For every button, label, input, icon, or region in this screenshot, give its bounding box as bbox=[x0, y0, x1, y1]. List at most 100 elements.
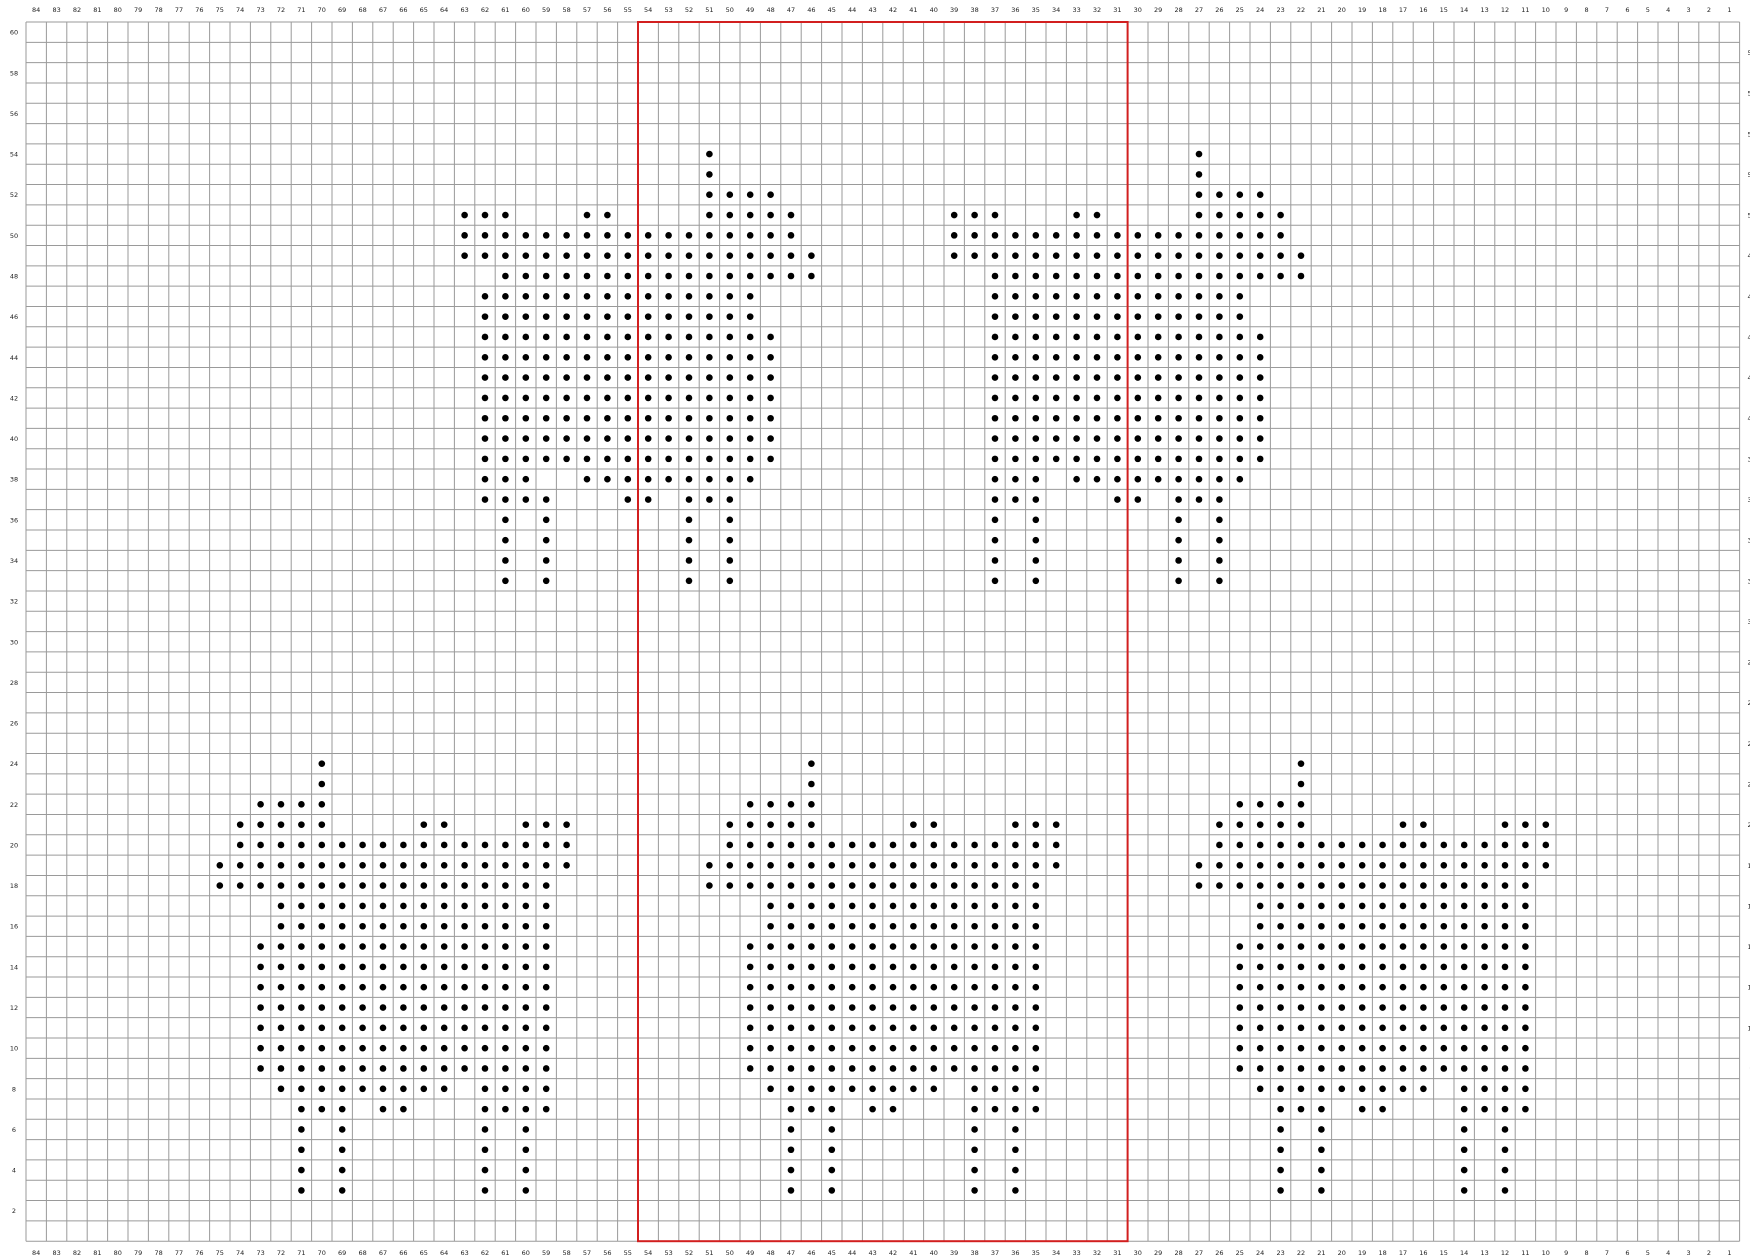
column-number: 65 bbox=[420, 6, 428, 14]
stitch-dot bbox=[298, 923, 305, 930]
column-number: 52 bbox=[685, 1249, 693, 1255]
row-number: 8 bbox=[12, 1085, 16, 1093]
stitch-dot bbox=[461, 923, 468, 930]
stitch-dot bbox=[380, 1106, 387, 1113]
stitch-dot bbox=[1257, 842, 1264, 849]
stitch-dot bbox=[1175, 395, 1182, 402]
stitch-dot bbox=[257, 842, 264, 849]
column-number: 40 bbox=[930, 1249, 938, 1255]
stitch-dot bbox=[563, 821, 570, 828]
stitch-dot bbox=[1053, 252, 1060, 259]
stitch-dot bbox=[829, 923, 836, 930]
stitch-dot bbox=[829, 1025, 836, 1032]
column-number: 9 bbox=[1564, 6, 1568, 14]
stitch-dot bbox=[1196, 171, 1203, 178]
stitch-dot bbox=[1441, 842, 1448, 849]
stitch-dot bbox=[1237, 984, 1244, 991]
stitch-dot bbox=[400, 1086, 407, 1093]
stitch-dot bbox=[278, 1065, 285, 1072]
stitch-dot bbox=[1033, 842, 1040, 849]
stitch-dot bbox=[1033, 557, 1040, 564]
stitch-dot bbox=[441, 1004, 448, 1011]
row-number: 36 bbox=[10, 516, 18, 524]
stitch-dot bbox=[971, 984, 978, 991]
stitch-dot bbox=[992, 273, 999, 280]
stitch-dot bbox=[1379, 1004, 1386, 1011]
stitch-dot bbox=[829, 984, 836, 991]
stitch-dot bbox=[767, 232, 774, 239]
stitch-dot bbox=[1298, 1025, 1305, 1032]
row-number: 54 bbox=[10, 151, 18, 159]
stitch-dot bbox=[1155, 476, 1162, 483]
stitch-dot bbox=[767, 212, 774, 219]
stitch-dot bbox=[482, 1086, 489, 1093]
stitch-dot bbox=[1277, 1065, 1284, 1072]
column-number: 6 bbox=[1625, 6, 1629, 14]
stitch-dot bbox=[400, 984, 407, 991]
stitch-dot bbox=[1033, 964, 1040, 971]
stitch-dot bbox=[788, 964, 795, 971]
column-number: 15 bbox=[1440, 1249, 1448, 1255]
stitch-dot bbox=[686, 456, 693, 463]
stitch-dot bbox=[1094, 313, 1101, 320]
stitch-dot bbox=[604, 415, 611, 422]
stitch-dot bbox=[502, 456, 509, 463]
stitch-dot bbox=[890, 1106, 897, 1113]
stitch-dot bbox=[1420, 1045, 1427, 1052]
stitch-dot bbox=[461, 984, 468, 991]
stitch-dot bbox=[482, 334, 489, 341]
stitch-dot bbox=[890, 1004, 897, 1011]
stitch-dot bbox=[1135, 415, 1142, 422]
stitch-dot bbox=[1461, 1086, 1468, 1093]
stitch-dot bbox=[706, 496, 713, 503]
stitch-dot bbox=[1461, 1025, 1468, 1032]
stitch-dot bbox=[747, 273, 754, 280]
column-number: 24 bbox=[1256, 1249, 1264, 1255]
stitch-dot bbox=[502, 517, 509, 524]
stitch-dot bbox=[1155, 415, 1162, 422]
stitch-dot bbox=[380, 984, 387, 991]
stitch-dot bbox=[1196, 882, 1203, 889]
column-number: 47 bbox=[787, 6, 795, 14]
stitch-dot bbox=[706, 882, 713, 889]
stitch-dot bbox=[1379, 943, 1386, 950]
column-number: 51 bbox=[705, 1249, 713, 1255]
row-number: 10 bbox=[10, 1045, 18, 1053]
stitch-dot bbox=[625, 293, 632, 300]
stitch-dot bbox=[441, 862, 448, 869]
stitch-dot bbox=[1196, 354, 1203, 361]
column-number: 38 bbox=[970, 1249, 978, 1255]
stitch-dot bbox=[727, 842, 734, 849]
stitch-dot bbox=[1073, 415, 1080, 422]
stitch-dot bbox=[1257, 1065, 1264, 1072]
stitch-dot bbox=[1298, 1106, 1305, 1113]
stitch-dot bbox=[563, 273, 570, 280]
stitch-dot bbox=[645, 456, 652, 463]
stitch-dot bbox=[686, 578, 693, 585]
stitch-dot bbox=[441, 1045, 448, 1052]
stitch-dot bbox=[1277, 212, 1284, 219]
stitch-dot bbox=[910, 964, 917, 971]
stitch-dot bbox=[1461, 1167, 1468, 1174]
stitch-dot bbox=[706, 212, 713, 219]
stitch-dot bbox=[1033, 395, 1040, 402]
stitch-dot bbox=[1175, 578, 1182, 585]
stitch-dot bbox=[1094, 293, 1101, 300]
stitch-dot bbox=[1522, 1045, 1529, 1052]
stitch-dot bbox=[584, 232, 591, 239]
stitch-dot bbox=[1379, 1045, 1386, 1052]
column-number: 60 bbox=[522, 6, 530, 14]
stitch-dot bbox=[1135, 232, 1142, 239]
stitch-dot bbox=[1502, 1025, 1509, 1032]
stitch-dot bbox=[869, 984, 876, 991]
stitch-dot bbox=[1033, 273, 1040, 280]
stitch-dot bbox=[1216, 557, 1223, 564]
stitch-dot bbox=[461, 232, 468, 239]
stitch-dot bbox=[543, 557, 550, 564]
stitch-dot bbox=[523, 1004, 530, 1011]
stitch-dot bbox=[992, 252, 999, 259]
column-number: 11 bbox=[1521, 6, 1529, 14]
stitch-dot bbox=[1237, 476, 1244, 483]
stitch-dot bbox=[992, 1004, 999, 1011]
stitch-dot bbox=[1379, 1086, 1386, 1093]
